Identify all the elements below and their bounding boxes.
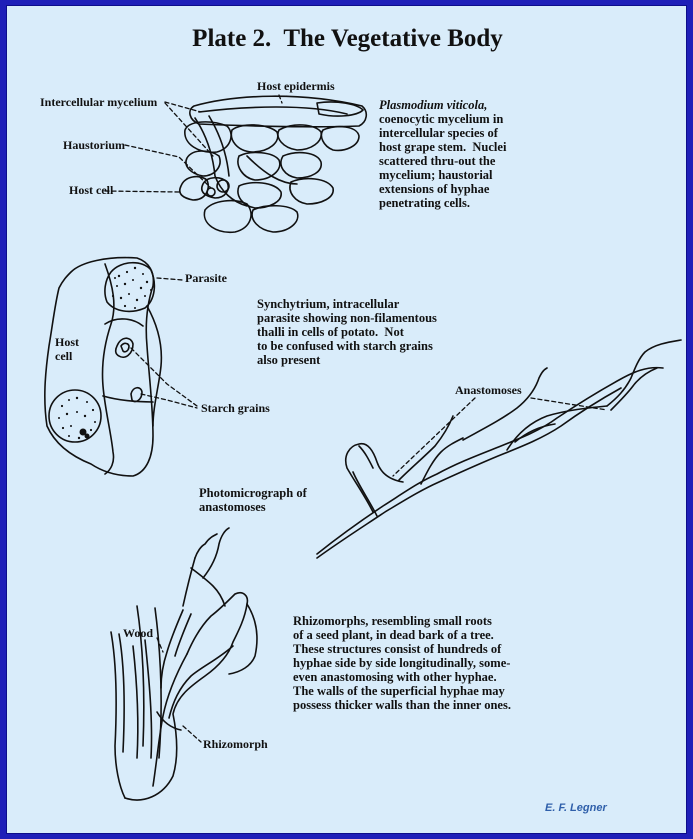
caption-plasmodium-species: Plasmodium viticola, — [379, 98, 488, 112]
label-rhizomorph: Rhizomorph — [203, 737, 268, 751]
label-wood: Wood — [123, 626, 154, 640]
plate-title: Plate 2. The Vegetative Body — [192, 25, 503, 52]
anastomoses-hyphae-drawing — [316, 339, 682, 559]
panel2-leader-lines — [130, 277, 198, 409]
label-starch-grains: Starch grains — [201, 401, 270, 415]
caption-photomicrograph: Photomicrograph of anastomoses — [199, 486, 307, 514]
caption-plasmodium-body: coenocytic mycelium in intercellular spe… — [379, 112, 507, 210]
parasite-granules — [58, 266, 152, 440]
label-haustorium: Haustorium — [63, 138, 126, 152]
label-host-cell-2: Host cell — [55, 335, 79, 363]
plate-illustrations — [44, 94, 682, 801]
caption-rhizomorphs: Rhizomorphs, resembling small roots of a… — [293, 614, 511, 712]
label-parasite: Parasite — [185, 271, 227, 285]
grape-stem-tissue-drawing — [178, 95, 368, 234]
label-host-cell: Host cell — [69, 183, 114, 197]
panel1-leader-lines — [104, 94, 283, 193]
panel3-leader-lines — [392, 397, 608, 477]
rhizomorph-bark-drawing — [110, 527, 258, 801]
caption-synchytrium: Synchytrium, intracellular parasite show… — [257, 297, 437, 367]
potato-cells-drawing — [44, 256, 163, 477]
panel4-leader-lines — [156, 637, 202, 743]
label-anastomoses: Anastomoses — [455, 383, 522, 397]
label-host-epidermis: Host epidermis — [257, 79, 335, 93]
plate: Plate 2. The Vegetative Body Host epider… — [6, 5, 687, 834]
label-intercellular-mycelium: Intercellular mycelium — [40, 95, 158, 109]
credit-author: E. F. Legner — [545, 802, 607, 814]
